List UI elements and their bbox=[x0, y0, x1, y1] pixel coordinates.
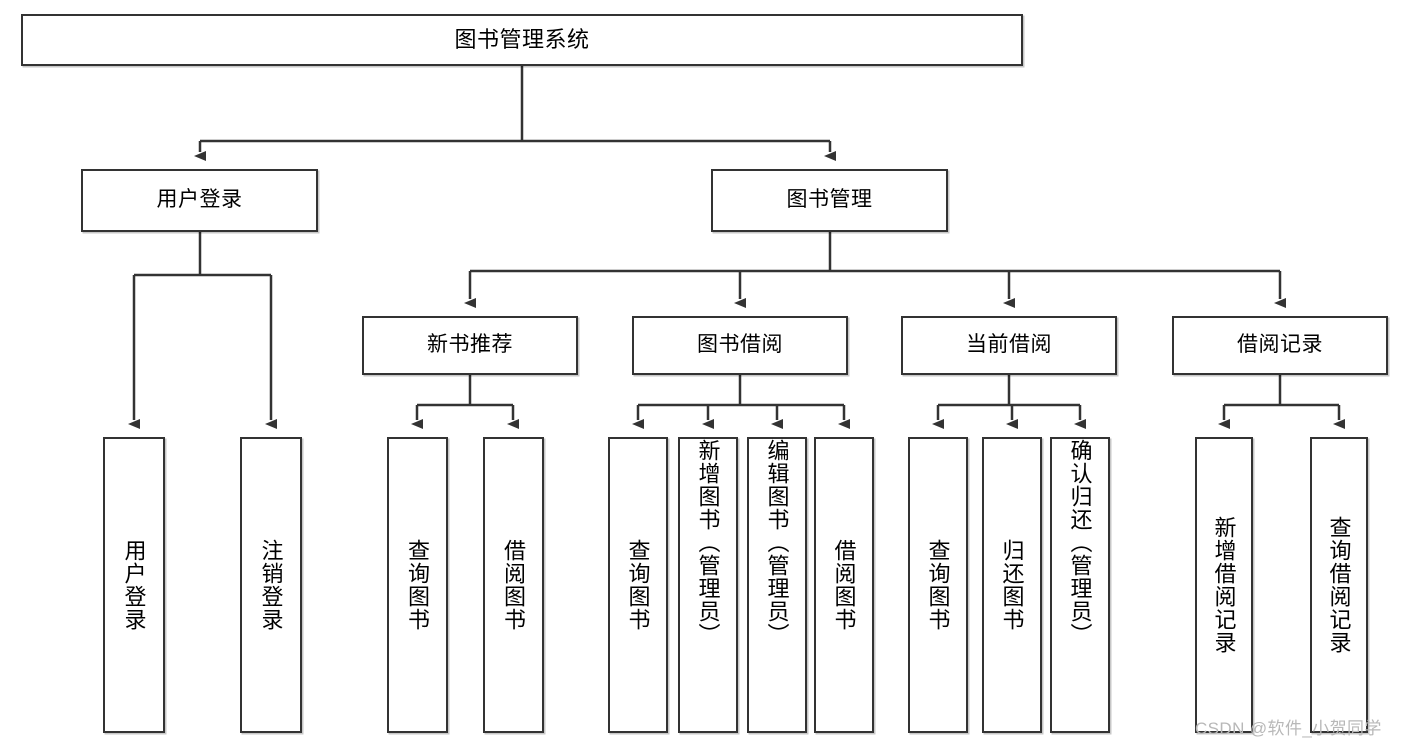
node-book-borrow-label: 图书借阅 bbox=[697, 333, 783, 357]
csdn-watermark: CSDN @软件_小贺同学 bbox=[1195, 719, 1382, 738]
node-leaf-return-book[interactable]: 归还图书 bbox=[982, 437, 1042, 733]
node-leaf-query-record-label: 查询借阅记录 bbox=[1326, 516, 1352, 654]
node-leaf-add-book-label: 新增图书（管理员） bbox=[695, 439, 721, 646]
node-leaf-add-book[interactable]: 新增图书（管理员） bbox=[678, 437, 738, 733]
node-leaf-logout-label: 注销登录 bbox=[258, 539, 284, 631]
node-book-manage-label: 图书管理 bbox=[786, 188, 873, 212]
node-leaf-query-book-bb-label: 查询图书 bbox=[625, 539, 651, 631]
node-leaf-query-record[interactable]: 查询借阅记录 bbox=[1310, 437, 1368, 733]
node-leaf-borrow-book-bb[interactable]: 借阅图书 bbox=[814, 437, 874, 733]
node-leaf-edit-book-label: 编辑图书（管理员） bbox=[764, 439, 790, 646]
node-leaf-user-login[interactable]: 用户登录 bbox=[103, 437, 165, 733]
node-leaf-logout[interactable]: 注销登录 bbox=[240, 437, 302, 733]
node-current-borrow[interactable]: 当前借阅 bbox=[901, 316, 1117, 375]
node-leaf-query-book-cb-label: 查询图书 bbox=[925, 539, 951, 631]
node-leaf-confirm-return-label: 确认归还（管理员） bbox=[1067, 439, 1093, 646]
node-leaf-borrow-book-rec-label: 借阅图书 bbox=[501, 539, 527, 631]
node-new-book-rec-label: 新书推荐 bbox=[427, 333, 513, 357]
node-book-manage[interactable]: 图书管理 bbox=[711, 169, 948, 232]
node-user-login-label: 用户登录 bbox=[156, 188, 243, 212]
node-leaf-query-book-rec-label: 查询图书 bbox=[405, 539, 431, 631]
node-leaf-confirm-return[interactable]: 确认归还（管理员） bbox=[1050, 437, 1110, 733]
node-new-book-rec[interactable]: 新书推荐 bbox=[362, 316, 578, 375]
node-leaf-query-book-bb[interactable]: 查询图书 bbox=[608, 437, 668, 733]
node-root-label: 图书管理系统 bbox=[454, 27, 590, 53]
node-current-borrow-label: 当前借阅 bbox=[966, 333, 1052, 357]
node-leaf-user-login-label: 用户登录 bbox=[121, 539, 147, 631]
node-root[interactable]: 图书管理系统 bbox=[21, 14, 1023, 66]
node-leaf-return-book-label: 归还图书 bbox=[999, 539, 1025, 631]
node-book-borrow[interactable]: 图书借阅 bbox=[632, 316, 848, 375]
node-borrow-record-label: 借阅记录 bbox=[1237, 333, 1323, 357]
node-leaf-add-record-label: 新增借阅记录 bbox=[1211, 516, 1237, 654]
node-leaf-borrow-book-rec[interactable]: 借阅图书 bbox=[483, 437, 544, 733]
node-leaf-query-book-cb[interactable]: 查询图书 bbox=[908, 437, 968, 733]
node-leaf-add-record[interactable]: 新增借阅记录 bbox=[1195, 437, 1253, 733]
node-user-login[interactable]: 用户登录 bbox=[81, 169, 318, 232]
node-leaf-edit-book[interactable]: 编辑图书（管理员） bbox=[747, 437, 807, 733]
node-borrow-record[interactable]: 借阅记录 bbox=[1172, 316, 1388, 375]
node-leaf-borrow-book-bb-label: 借阅图书 bbox=[831, 539, 857, 631]
node-leaf-query-book-rec[interactable]: 查询图书 bbox=[387, 437, 448, 733]
